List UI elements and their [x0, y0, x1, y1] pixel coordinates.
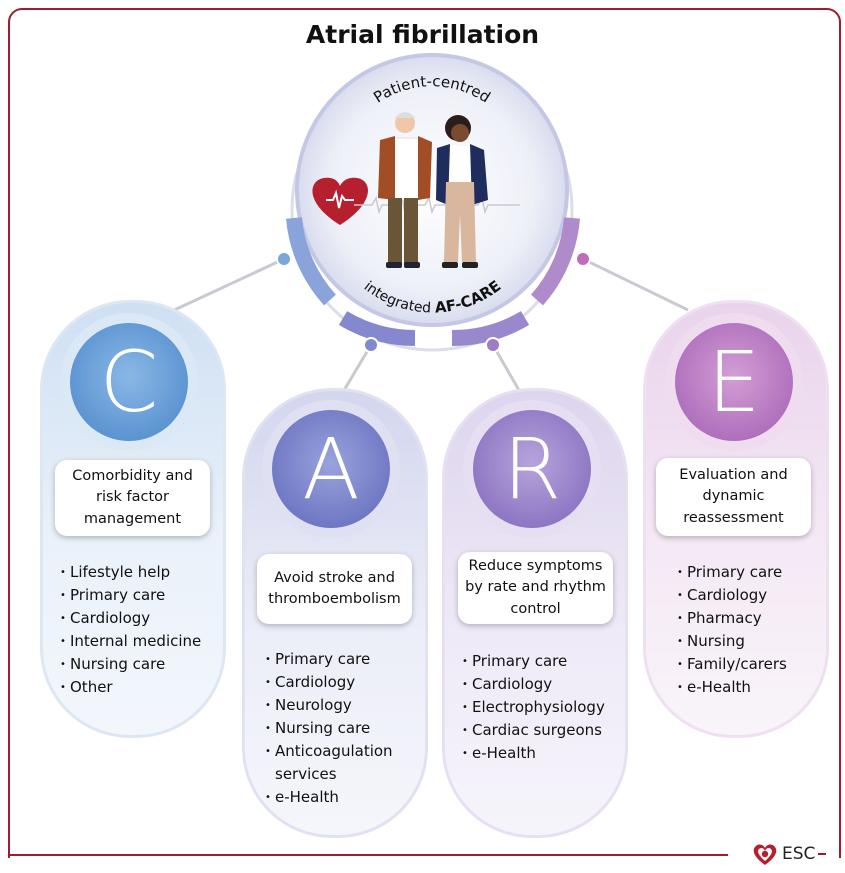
- list-item: Primary care: [60, 584, 220, 607]
- list-item: Cardiac surgeons: [462, 719, 624, 742]
- list-item: e-Health: [677, 676, 827, 699]
- hub-circle: [295, 53, 569, 327]
- list-item: Nursing: [677, 630, 827, 653]
- arc-segment-c: [286, 217, 337, 306]
- letter-r: R: [473, 410, 591, 528]
- list-e: Primary care Cardiology Pharmacy Nursing…: [677, 561, 827, 699]
- letter-a: A: [272, 410, 390, 528]
- label-r: Reduce symptoms by rate and rhythm contr…: [458, 552, 613, 624]
- list-item: e-Health: [265, 786, 425, 809]
- connector-dot-r: [485, 337, 501, 353]
- list-item: Anticoagulation services: [265, 740, 425, 786]
- list-item: Pharmacy: [677, 607, 827, 630]
- list-item: Internal medicine: [60, 630, 220, 653]
- esc-logo: ESC: [752, 842, 827, 866]
- elderly-man-figure: [378, 112, 432, 268]
- letter-c: C: [70, 323, 188, 441]
- outer-frame: [8, 8, 841, 858]
- list-r: Primary care Cardiology Electrophysiolog…: [462, 650, 624, 765]
- connector-dot-e: [575, 251, 591, 267]
- list-a: Primary care Cardiology Neurology Nursin…: [265, 648, 425, 809]
- list-item: Cardiology: [265, 671, 425, 694]
- woman-figure: [436, 115, 488, 268]
- list-item: Lifestyle help: [60, 561, 220, 584]
- list-item: Cardiology: [677, 584, 827, 607]
- list-item: Family/carers: [677, 653, 827, 676]
- esc-logo-text: ESC: [782, 844, 816, 864]
- list-item: Nursing care: [265, 717, 425, 740]
- letter-e: E: [675, 323, 793, 441]
- connector-line-a: [341, 344, 373, 393]
- list-c: Lifestyle help Primary care Cardiology I…: [60, 561, 220, 699]
- list-item: Cardiology: [60, 607, 220, 630]
- heart-icon: [312, 177, 369, 225]
- label-e: Evaluation and dynamic reassessment: [656, 458, 811, 536]
- connector-dot-c: [276, 251, 292, 267]
- list-item: e-Health: [462, 742, 624, 765]
- list-item: Cardiology: [462, 673, 624, 696]
- diagram-title: Atrial fibrillation: [305, 20, 540, 49]
- heart-logo-icon: [753, 844, 777, 865]
- connector-line-c: [169, 257, 285, 314]
- connector-dot-a: [363, 337, 379, 353]
- arc-segment-e: [530, 217, 580, 306]
- list-item: Other: [60, 676, 220, 699]
- frame-bottom-line: [8, 854, 728, 856]
- arc-segment-r: [451, 311, 530, 347]
- list-item: Primary care: [462, 650, 624, 673]
- connector-line-e: [582, 257, 689, 312]
- label-a: Avoid stroke and thromboembolism: [257, 554, 412, 624]
- arc-segment-a: [338, 311, 416, 346]
- list-item: Primary care: [677, 561, 827, 584]
- connector-line-r: [491, 344, 522, 393]
- list-item: Primary care: [265, 648, 425, 671]
- list-item: Neurology: [265, 694, 425, 717]
- label-c: Comorbidity and risk factor management: [55, 460, 210, 536]
- list-item: Nursing care: [60, 653, 220, 676]
- list-item: Electrophysiology: [462, 696, 624, 719]
